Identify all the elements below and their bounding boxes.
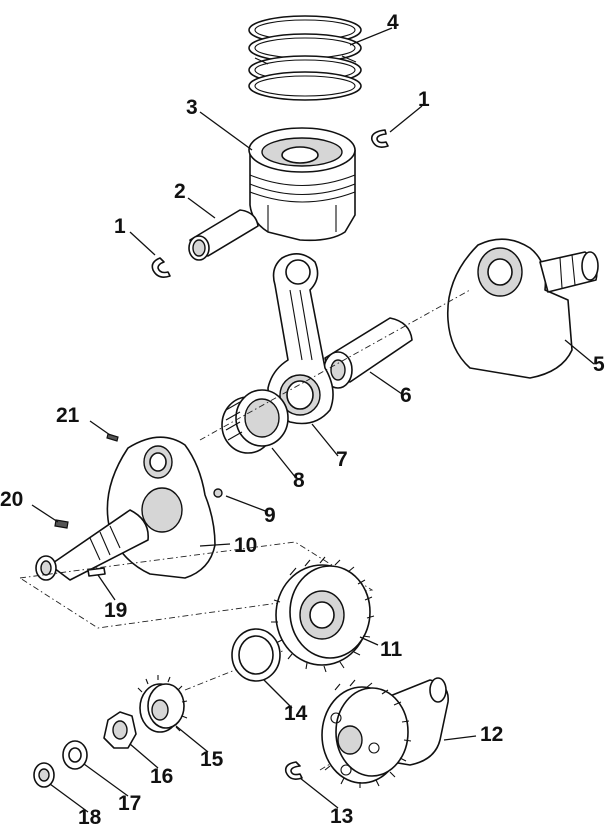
woodruff-key (54, 519, 69, 529)
callout-15: 15 (200, 748, 224, 771)
callout-17: 17 (118, 792, 141, 815)
callout-20: 20 (0, 488, 23, 511)
callout-1: 1 (418, 88, 430, 111)
sprocket (137, 675, 188, 733)
callout-10: 10 (234, 534, 257, 557)
callout-7: 7 (336, 448, 348, 471)
callout-19: 19 (104, 599, 127, 622)
flange-nut (33, 762, 55, 788)
locating-pin (213, 488, 223, 498)
callout-labels: 4 1 3 2 1 5 6 7 21 8 9 20 10 19 11 14 12… (0, 11, 605, 826)
center-line-upper (199, 289, 471, 441)
callout-9: 9 (264, 504, 276, 527)
assembly-outline (18, 541, 374, 629)
callout-5: 5 (593, 353, 605, 376)
balance-shaft (321, 677, 449, 788)
crank-pin-small (87, 567, 106, 577)
drive-gear (271, 556, 375, 673)
crank-pin (323, 317, 413, 389)
center-line-lower (184, 649, 286, 691)
callout-13: 13 (330, 805, 353, 826)
thrust-washer (231, 628, 281, 682)
snap-ring (284, 761, 303, 780)
piston (248, 127, 356, 242)
callout-6: 6 (400, 384, 412, 407)
callout-2: 2 (174, 180, 186, 203)
callout-14: 14 (284, 702, 308, 725)
callout-1: 1 (114, 215, 126, 238)
needle-bearing (221, 389, 289, 454)
crankshaft-half-right (446, 238, 599, 379)
callout-18: 18 (78, 806, 102, 826)
circlip-upper (370, 129, 389, 148)
crankshaft-half-left (35, 436, 216, 581)
piston-rings (248, 15, 362, 101)
callout-8: 8 (293, 469, 305, 492)
circlip-lower (151, 257, 171, 278)
callout-3: 3 (186, 96, 198, 119)
leader-lines (31, 27, 595, 813)
callout-16: 16 (150, 765, 173, 788)
hex-nut (103, 711, 137, 749)
small-pin (106, 433, 119, 442)
connecting-rod (267, 253, 334, 425)
callout-21: 21 (56, 404, 80, 427)
callout-12: 12 (480, 723, 503, 746)
callout-11: 11 (380, 638, 403, 661)
lock-washer (62, 740, 88, 770)
callout-4: 4 (387, 11, 399, 34)
wrist-pin (188, 209, 259, 261)
